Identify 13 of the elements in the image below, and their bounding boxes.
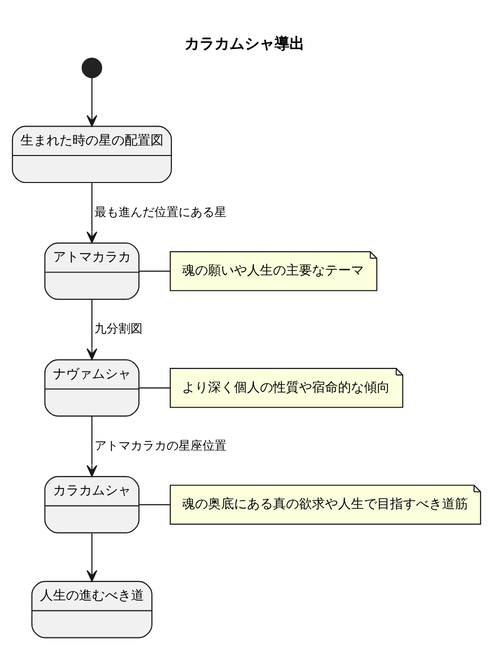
arrow [86,416,98,477]
arrow [86,182,98,244]
edge-label: アトマカラカの星座位置 [94,438,227,452]
arrow [86,78,98,127]
connector [139,270,170,272]
connector [139,504,170,506]
edge-label: 最も進んだ位置にある星 [94,204,227,219]
arrow [86,533,98,582]
node-circle [82,58,102,78]
diagram-title: カラカムシャ導出 [184,34,304,53]
edge-label: 九分割図 [94,322,142,336]
arrow [86,299,98,360]
connector [139,387,170,388]
